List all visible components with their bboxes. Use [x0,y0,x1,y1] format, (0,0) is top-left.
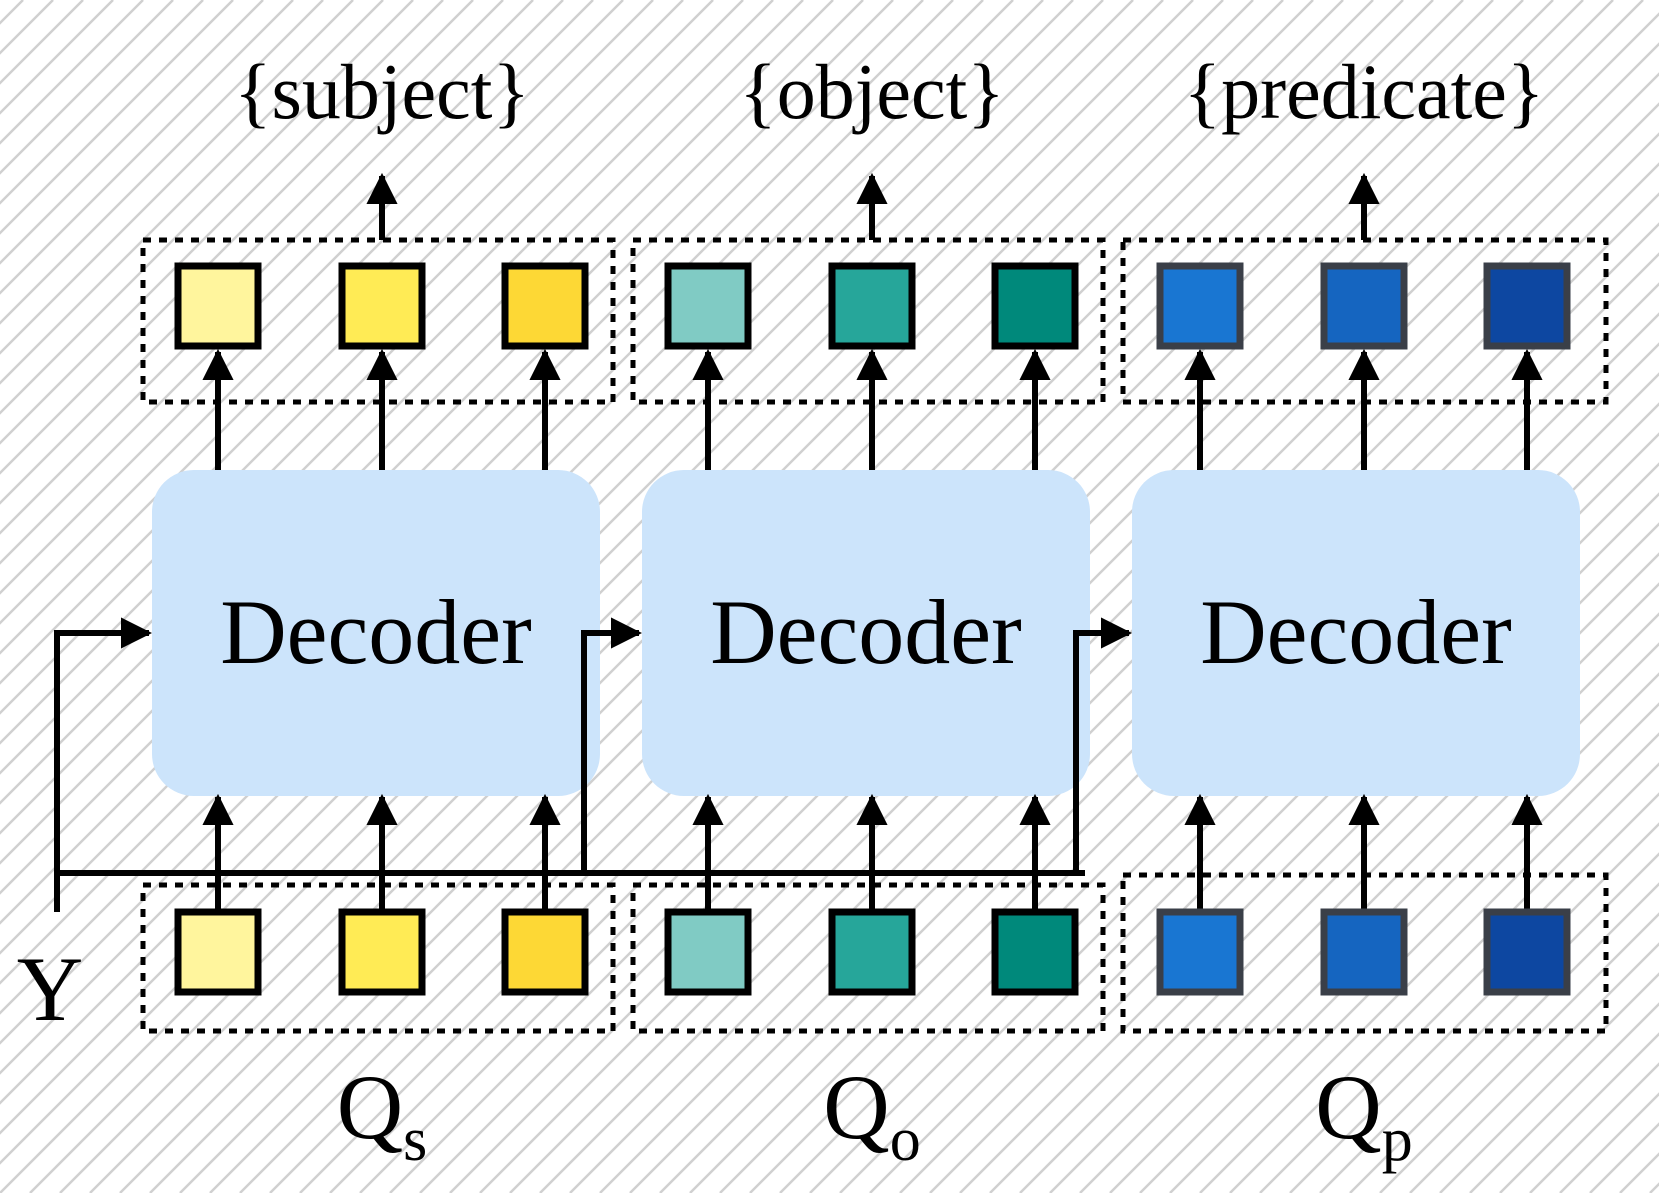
subject-query-token-1 [174,908,262,996]
object-query-label: Qo [823,1056,920,1174]
predicate-output-label: {predicate} [1184,48,1545,135]
object-output-token-1 [664,262,752,350]
y-to-decoder-2-arrow [581,617,643,873]
decoder-block-1: Decoder [152,470,600,796]
object-query-frame [630,882,1106,1034]
predicate-query-label: Qp [1315,1056,1412,1174]
predicate-output-token-1 [1156,262,1244,350]
subject-output-token-3 [501,262,589,350]
y-feature-routing [54,617,1133,912]
object-output-token-3 [991,262,1079,350]
object-output-label: {object} [739,48,1004,135]
subject-output-token-1 [174,262,262,350]
object-query-token-2 [828,908,916,996]
predicate-output-token-3 [1483,262,1571,350]
decoder-label-1: Decoder [220,581,532,683]
query-to-decoder-arrows [202,793,1543,910]
predicate-query-token-1 [1156,908,1244,996]
predicate-query-token-2 [1320,908,1408,996]
subject-query-frame [140,882,616,1034]
token-squares [174,262,1571,996]
y-to-decoder-1-arrow [54,617,153,873]
output-arrows [366,172,1380,240]
subject-output-frame [140,237,616,405]
decoder-block-3: Decoder [1132,470,1580,796]
subject-output-label: {subject} [234,48,530,135]
subject-query-token-3 [501,908,589,996]
y-to-decoder-3-arrow [1073,617,1133,873]
decoder-label-2: Decoder [710,581,1022,683]
decoder-block-2: Decoder [642,470,1090,796]
decoder-label-3: Decoder [1200,581,1512,683]
subject-output-token-2 [338,262,426,350]
subject-query-label: Qs [337,1056,428,1174]
subject-query-token-2 [338,908,426,996]
object-query-token-3 [991,908,1079,996]
object-output-token-2 [828,262,916,350]
decoder-to-output-arrows [202,348,1543,470]
predicate-output-token-2 [1320,262,1408,350]
object-output-frame [630,237,1106,405]
y-input-label: Y [17,938,83,1040]
object-query-token-1 [664,908,752,996]
predicate-query-token-3 [1483,908,1571,996]
